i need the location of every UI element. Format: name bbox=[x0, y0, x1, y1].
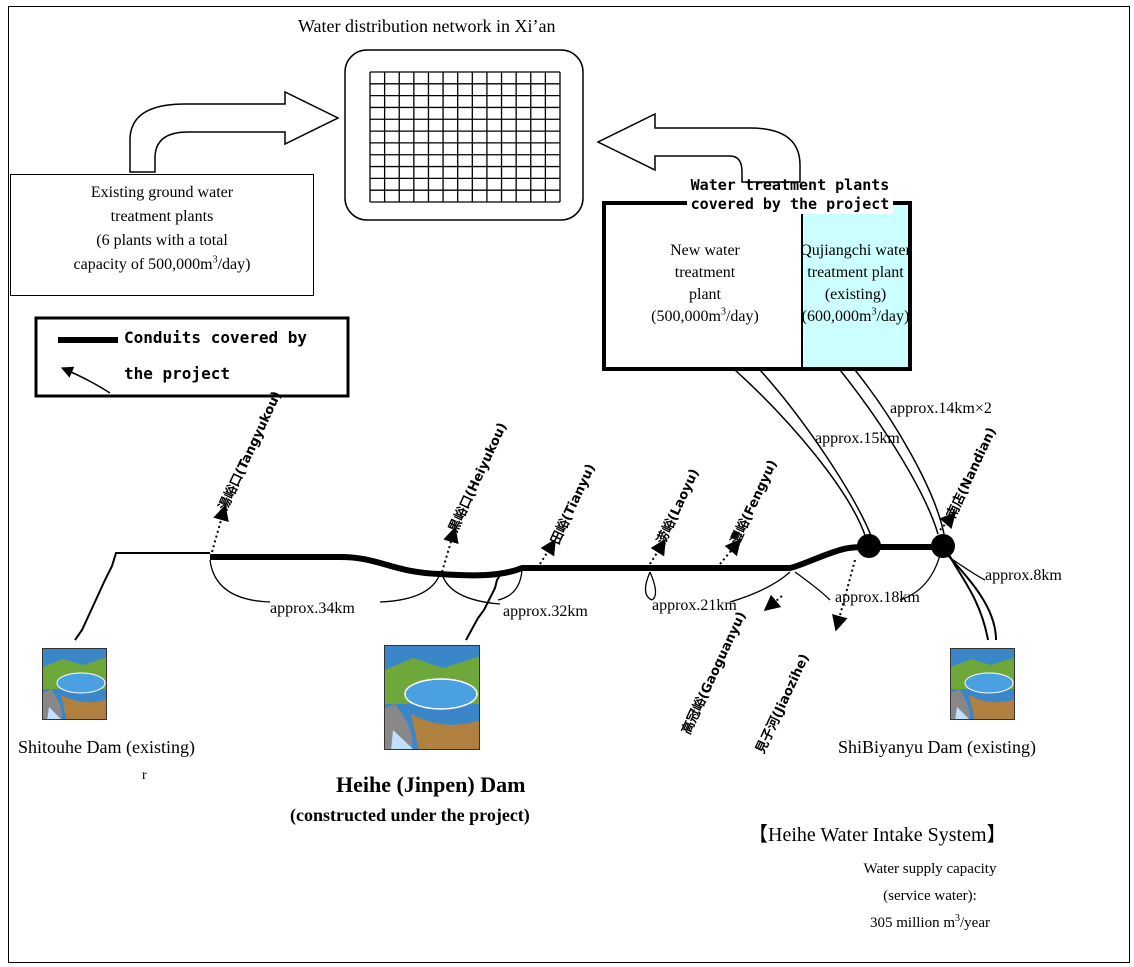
shitouhe-dam-label: Shitouhe Dam (existing) bbox=[18, 737, 195, 757]
qujiangchi-line2: treatment plant bbox=[807, 264, 904, 281]
distribution-network-box bbox=[344, 49, 584, 221]
groundwater-line1: Existing ground water bbox=[90, 184, 234, 201]
legend-box bbox=[34, 316, 350, 398]
shibiyanyu-pipe-2 bbox=[944, 551, 997, 641]
treatment-heading-line1: Water treatment plants bbox=[690, 176, 890, 194]
heihe-pipe bbox=[465, 571, 503, 641]
heihe-dam-subtitle: (constructed under the project) bbox=[290, 805, 530, 825]
junction-node-2 bbox=[931, 534, 955, 558]
new-plant-label: New water treatment plant (500,000m3/day… bbox=[612, 240, 798, 328]
capacity-line1: Water supply capacity bbox=[863, 861, 997, 877]
heihe-dam-title: Heihe (Jinpen) Dam bbox=[336, 772, 526, 797]
shitouhe-dam-image bbox=[42, 648, 107, 720]
shibiyanyu-dam-image bbox=[950, 648, 1015, 720]
new-plant-line2: treatment bbox=[674, 264, 736, 281]
intake-system-capacity: Water supply capacity (service water): 3… bbox=[830, 856, 1030, 937]
qujiangchi-line3: (existing) bbox=[824, 286, 887, 303]
qujiangchi-line1: Qujiangchi water bbox=[800, 242, 911, 259]
distance-arcs bbox=[209, 554, 986, 605]
distance-8km: approx.8km bbox=[985, 567, 1062, 584]
new-plant-capacity: (500,000m3/day) bbox=[651, 306, 759, 325]
pipe-to-new-plant-1 bbox=[734, 369, 867, 539]
intake-system-title: 【Heihe Water Intake System】 bbox=[748, 824, 1007, 846]
distance-21km: approx.21km bbox=[652, 597, 737, 614]
capacity-line3: 305 million m3/year bbox=[870, 913, 990, 932]
groundwater-to-network-arrow bbox=[129, 90, 340, 173]
pipe-to-new-plant-2 bbox=[759, 369, 873, 539]
distance-14km-x2: approx.14km×2 bbox=[890, 400, 992, 417]
legend-conduits-label: Conduits covered by bbox=[124, 328, 308, 347]
plants-to-network-arrow bbox=[596, 112, 801, 183]
groundwater-line4: capacity of 500,000m3/day) bbox=[73, 254, 251, 273]
network-grid bbox=[369, 71, 561, 203]
intake-arrows bbox=[211, 504, 957, 632]
groundwater-line2: treatment plants bbox=[110, 208, 214, 225]
qujiangchi-capacity: (600,000m3/day) bbox=[801, 306, 910, 325]
distance-32km: approx.32km bbox=[503, 603, 588, 620]
treatment-plants-heading: Water treatment plants covered by the pr… bbox=[640, 176, 940, 214]
treatment-heading-line2: covered by the project bbox=[686, 195, 894, 214]
capacity-line2: (service water): bbox=[883, 888, 977, 904]
legend-project-label: the project bbox=[124, 364, 230, 383]
main-conduit bbox=[210, 544, 945, 579]
pipe-to-qujiangchi-1 bbox=[839, 369, 939, 535]
distance-34km: approx.34km bbox=[270, 600, 355, 617]
new-plant-line1: New water bbox=[670, 242, 740, 259]
distance-15km: approx.15km bbox=[815, 430, 900, 447]
new-plant-line3: plant bbox=[689, 286, 721, 303]
distance-18km: approx.18km bbox=[835, 589, 920, 606]
shitouhe-pipe bbox=[74, 552, 210, 641]
qujiangchi-fill bbox=[803, 205, 908, 367]
diagram-frame bbox=[8, 6, 1130, 963]
groundwater-line3: (6 plants with a total bbox=[96, 232, 228, 249]
shitouhe-stray-text: r bbox=[142, 768, 147, 783]
network-title: Water distribution network in Xi’an bbox=[298, 16, 556, 36]
pipe-to-qujiangchi-2 bbox=[854, 369, 945, 535]
junction-node-1 bbox=[857, 534, 881, 558]
heihe-dam-image bbox=[384, 645, 480, 750]
groundwater-plants-box: Existing ground water treatment plants (… bbox=[10, 174, 314, 296]
qujiangchi-label: Qujiangchi water treatment plant (existi… bbox=[800, 240, 911, 328]
shibiyanyu-dam-label: ShiBiyanyu Dam (existing) bbox=[838, 737, 1036, 757]
legend-arrow-sample bbox=[60, 366, 111, 394]
